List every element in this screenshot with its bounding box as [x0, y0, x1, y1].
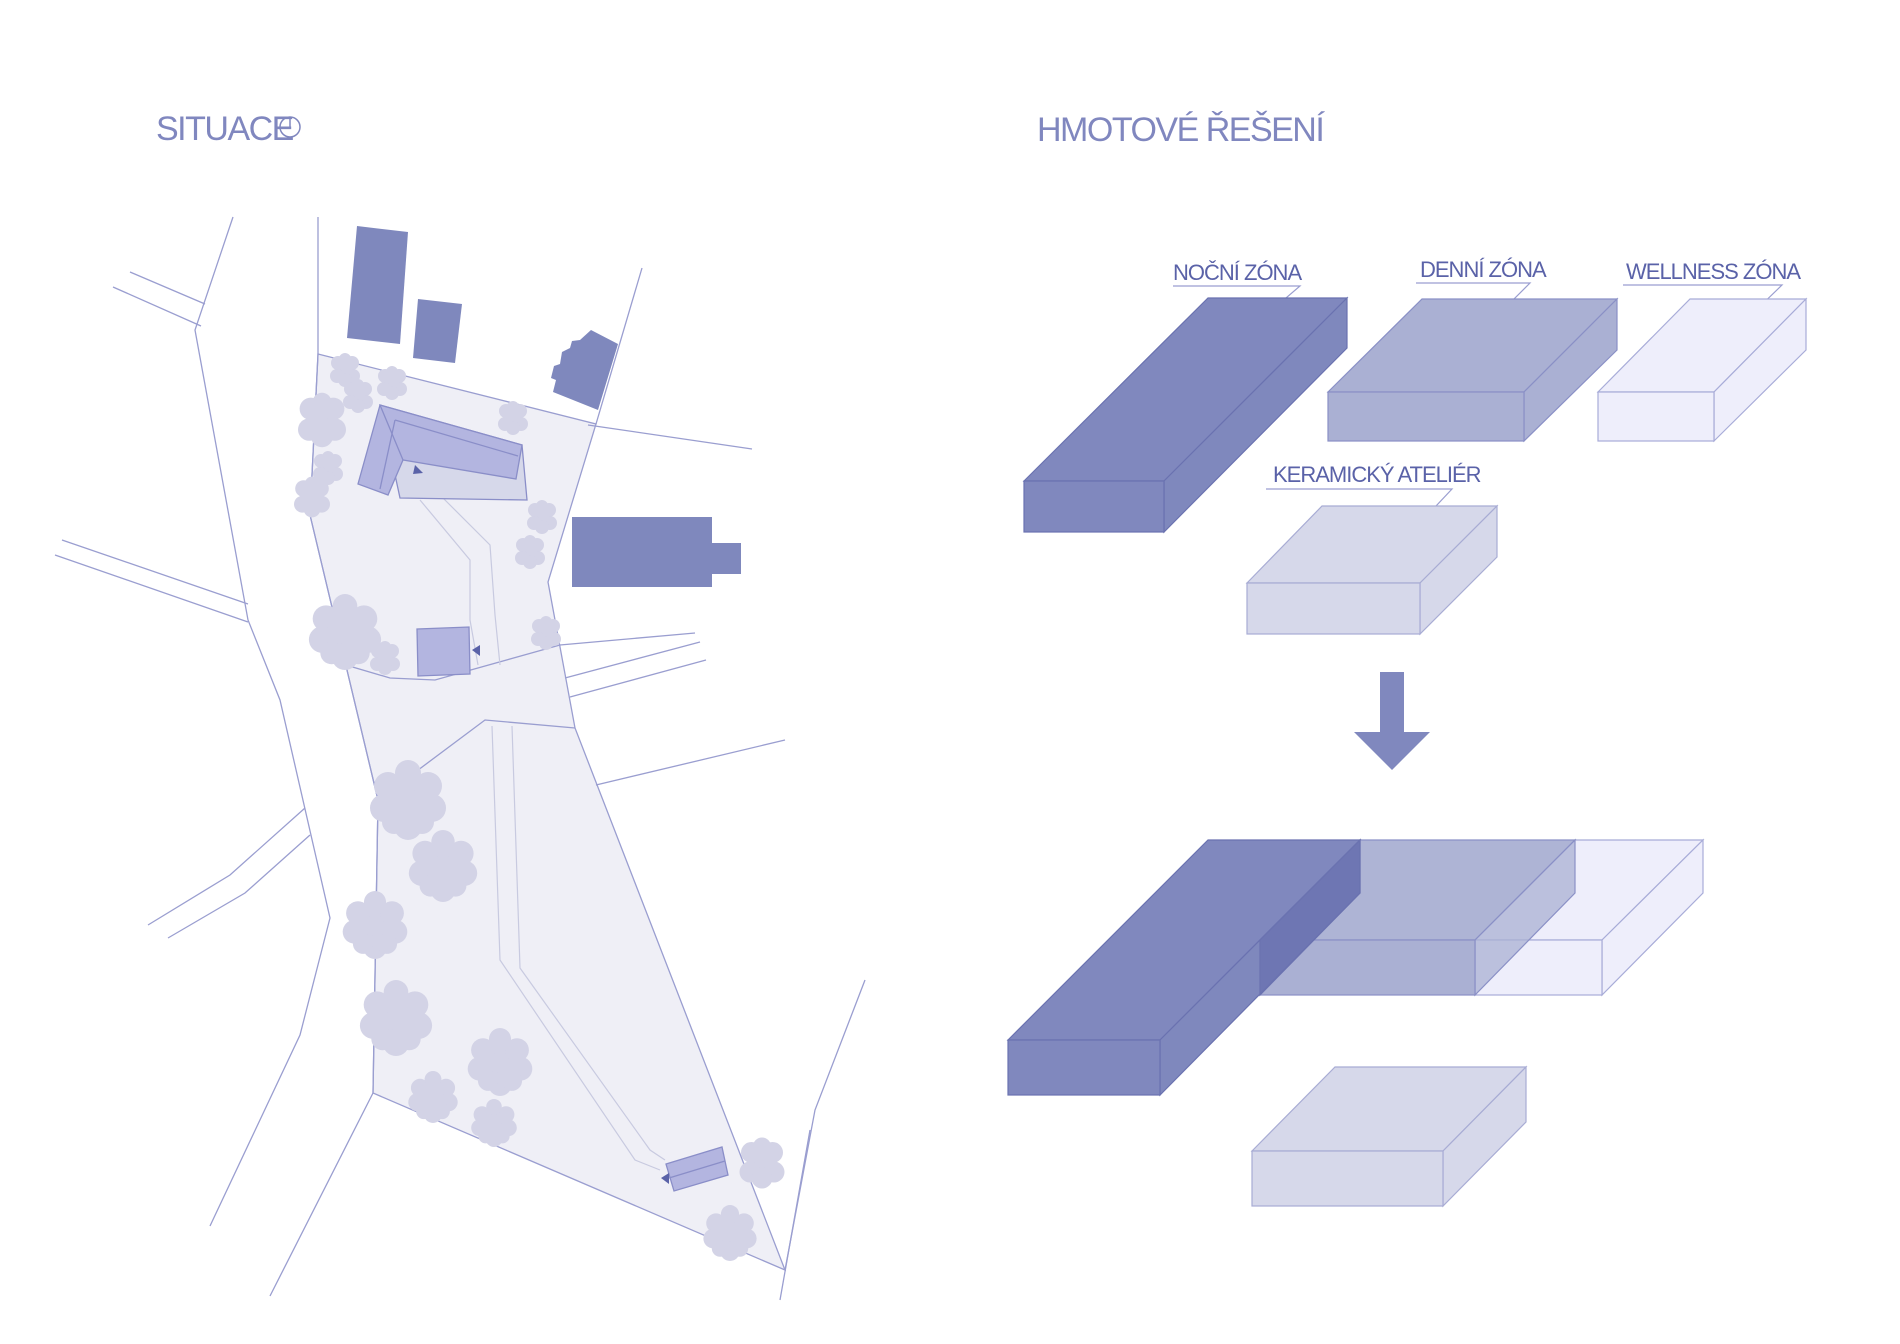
combined-ceramic-studio — [1250, 1065, 1528, 1208]
massing-diagram: HMOTOVÉ ŘEŠENÍ NOČNÍ ZÓNA DENNÍ ZÓNA WEL… — [1006, 111, 1808, 1208]
box-wellness-zone — [1596, 297, 1808, 443]
svg-text:WELLNESS ZÓNA: WELLNESS ZÓNA — [1626, 259, 1801, 284]
box-day-zone — [1326, 297, 1619, 443]
combined-massing — [1006, 838, 1705, 1208]
site-plan-title: SITUACE — [156, 110, 294, 148]
north-arrow-icon — [279, 116, 301, 138]
entrance-markers — [413, 465, 669, 1184]
site-buildings — [357, 404, 729, 1192]
site-plan: SITUACE — [54, 110, 866, 1301]
down-arrow-icon — [1354, 672, 1430, 770]
label-ceramic-studio: KERAMICKÝ ATELIÉR — [1266, 462, 1482, 524]
combined-night-zone — [1006, 838, 1362, 1097]
box-ceramic-studio — [1245, 504, 1499, 636]
svg-text:DENNÍ ZÓNA: DENNÍ ZÓNA — [1420, 257, 1547, 282]
label-night-zone: NOČNÍ ZÓNA — [1173, 260, 1303, 317]
svg-text:NOČNÍ ZÓNA: NOČNÍ ZÓNA — [1173, 260, 1302, 285]
neighbor-buildings — [347, 226, 741, 587]
massing-title: HMOTOVÉ ŘEŠENÍ — [1037, 111, 1325, 149]
svg-text:KERAMICKÝ ATELIÉR: KERAMICKÝ ATELIÉR — [1273, 462, 1481, 487]
label-wellness-zone: WELLNESS ZÓNA — [1623, 259, 1802, 319]
garden-path — [419, 494, 666, 1171]
label-day-zone: DENNÍ ZÓNA — [1416, 257, 1548, 317]
box-night-zone — [1022, 296, 1349, 534]
